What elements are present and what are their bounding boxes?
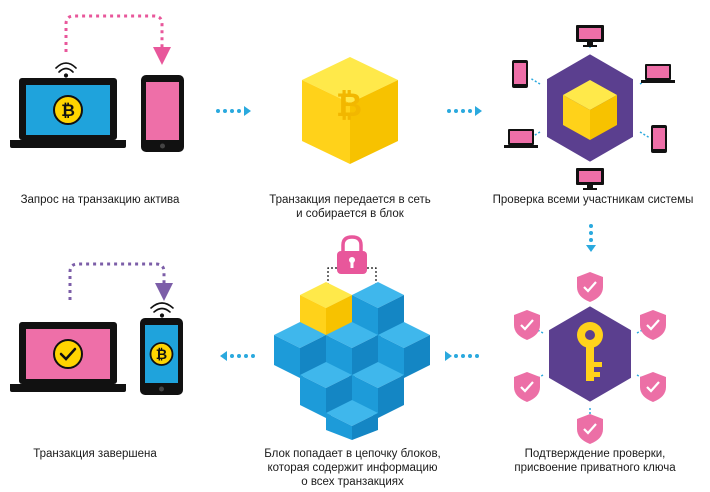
shield-check-icon [640, 310, 666, 340]
arrow-step1-to-step2 [216, 106, 251, 116]
return-arc [68, 262, 173, 301]
step-5-illustration [274, 235, 430, 440]
arrow-step5-to-step6 [220, 351, 255, 361]
monitor-icon [576, 25, 604, 47]
step-5-caption: Блок попадает в цепочку блоков, которая … [240, 447, 465, 489]
bitcoin-coin-icon [53, 95, 83, 125]
phone-icon [651, 125, 667, 153]
shield-check-icon [577, 272, 603, 302]
step-3-caption: Проверка всеми участникам системы [478, 193, 708, 207]
cube-right [350, 80, 398, 164]
monitor-icon [576, 168, 604, 190]
step-1-label: Запрос на транзакцию актива [20, 194, 180, 206]
svg-text:₿: ₿ [336, 86, 362, 124]
laptop-icon [504, 129, 538, 148]
transfer-arc [64, 14, 171, 65]
step-6-illustration: ₿ [10, 262, 183, 395]
step-6-caption: Транзакция завершена [0, 447, 190, 461]
cube-small [563, 80, 617, 140]
step-3-illustration [504, 25, 675, 190]
shield-check-icon [640, 372, 666, 402]
step-4-line1: Подтверждение проверки, [524, 448, 666, 460]
block-cube [326, 400, 378, 440]
step-1-illustration: ₿ [10, 14, 184, 152]
wifi-icon [55, 62, 77, 78]
laptop-icon [641, 64, 675, 83]
step-4-line2: присвоение приватного ключа [514, 462, 676, 474]
block-cube [352, 362, 404, 418]
arrow-step3-to-step4 [586, 224, 596, 252]
svg-text:₿: ₿ [156, 347, 167, 363]
key-icon [577, 322, 603, 381]
step-2-line2: и собирается в блок [296, 208, 404, 220]
step-2-line1: Транзакция передается в сеть [269, 194, 431, 206]
wifi-icon [150, 302, 174, 318]
checkmark-coin-icon [53, 339, 83, 369]
lock-icon [337, 235, 367, 274]
phone-icon [141, 75, 184, 152]
step-5-line3: о всех транзакциях [301, 476, 404, 488]
laptop-icon [10, 322, 126, 392]
step-1-caption: Запрос на транзакцию актива [0, 193, 200, 207]
step-2-caption: Транзакция передается в сеть и собираетс… [245, 193, 455, 221]
cube-left [302, 80, 350, 164]
svg-text:₿: ₿ [61, 101, 75, 121]
phone-icon: ₿ [140, 318, 183, 395]
step-4-caption: Подтверждение проверки, присвоение прива… [485, 447, 705, 475]
shield-check-icon [514, 310, 540, 340]
arrow-step2-to-step3 [447, 106, 482, 116]
bitcoin-coin-icon [149, 342, 174, 366]
step-5-line2: которая содержит информацию [267, 462, 438, 474]
laptop-icon: ₿ [10, 78, 126, 148]
arrow-step4-to-step5 [445, 351, 479, 361]
shield-check-icon [577, 414, 603, 444]
step-3-label: Проверка всеми участникам системы [492, 194, 694, 206]
phone-icon [512, 60, 528, 88]
step-4-illustration [514, 272, 666, 444]
step-6-label: Транзакция завершена [33, 448, 157, 460]
step-2-illustration: ₿ [302, 57, 398, 164]
step-5-line1: Блок попадает в цепочку блоков, [264, 448, 441, 460]
shield-check-icon [514, 372, 540, 402]
